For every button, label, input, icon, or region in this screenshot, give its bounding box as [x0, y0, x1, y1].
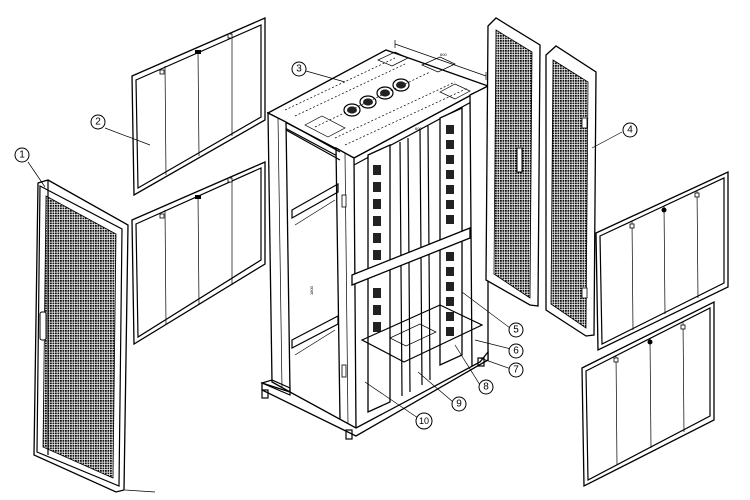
callout-leader-lines: [27, 70, 623, 419]
rack-frame: 600: [260, 40, 497, 440]
svg-text:10: 10: [419, 416, 429, 426]
callout-6: 6: [508, 343, 524, 359]
rear-door-lock-icon: [516, 147, 523, 173]
callout-9: 9: [451, 396, 467, 412]
svg-text:4: 4: [627, 125, 633, 136]
callout-7: 7: [508, 362, 524, 378]
callout-3: 3: [291, 61, 307, 77]
callout-1: 1: [14, 147, 30, 163]
right-side-panel-upper: [595, 170, 729, 352]
svg-text:3: 3: [296, 64, 302, 75]
callout-4: 4: [622, 122, 638, 138]
height-dimension-label: 1800: [309, 285, 314, 295]
svg-text:8: 8: [483, 382, 489, 393]
svg-text:5: 5: [513, 325, 519, 336]
front-perforated-door: [33, 179, 156, 493]
door-handle-icon: [39, 311, 47, 341]
rear-perforated-door-left: [485, 17, 541, 307]
left-side-panel-lower: [131, 161, 266, 346]
svg-text:6: 6: [513, 346, 519, 357]
right-side-panel-lower: [581, 300, 715, 488]
callout-8: 8: [478, 379, 494, 395]
svg-text:7: 7: [513, 365, 519, 376]
svg-text:2: 2: [95, 117, 101, 128]
callout-5: 5: [508, 322, 524, 338]
top-fan-units: [343, 78, 410, 117]
width-dimension-label: 600: [415, 126, 422, 131]
callout-2: 2: [90, 114, 106, 130]
top-vent-dashes: [284, 57, 469, 146]
left-side-panel-upper: [131, 17, 266, 197]
mounting-rail-left: [367, 143, 391, 414]
callout-10: 10: [415, 412, 433, 430]
svg-text:9: 9: [456, 399, 462, 410]
top-dimension-label: 600: [440, 52, 447, 57]
rear-perforated-door-right: [545, 45, 597, 337]
svg-text:1: 1: [19, 150, 25, 161]
